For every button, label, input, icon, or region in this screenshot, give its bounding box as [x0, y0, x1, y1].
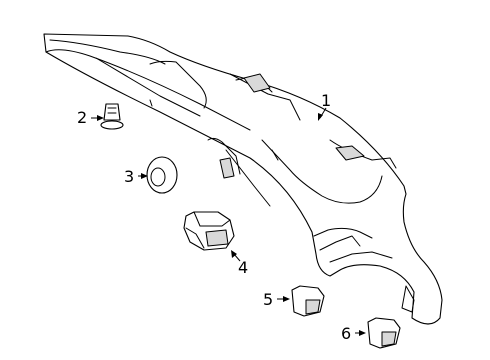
- callout-1: 1: [318, 91, 331, 121]
- arrow-head: [231, 250, 237, 258]
- callout-6: 6: [341, 324, 366, 343]
- trim-panel: [43, 33, 443, 325]
- callout-number: 5: [263, 290, 273, 309]
- lamp: [183, 211, 235, 251]
- clip: [100, 103, 124, 130]
- callout-number: 2: [77, 108, 87, 127]
- callout-number: 1: [321, 91, 331, 110]
- arrow-head: [359, 330, 366, 336]
- arrow-head: [283, 296, 290, 302]
- callout-3: 3: [124, 167, 148, 186]
- arrow-head: [318, 113, 323, 121]
- callout-number: 6: [341, 324, 351, 343]
- grommet: [146, 156, 178, 194]
- callout-number: 3: [124, 167, 134, 186]
- retainer: [291, 285, 325, 317]
- retainer: [367, 317, 401, 349]
- callout-5: 5: [263, 290, 290, 309]
- callout-number: 4: [238, 258, 248, 277]
- arrow-head: [141, 173, 148, 179]
- arrow-head: [97, 115, 104, 121]
- callout-4: 4: [231, 250, 248, 277]
- callout-2: 2: [77, 108, 104, 127]
